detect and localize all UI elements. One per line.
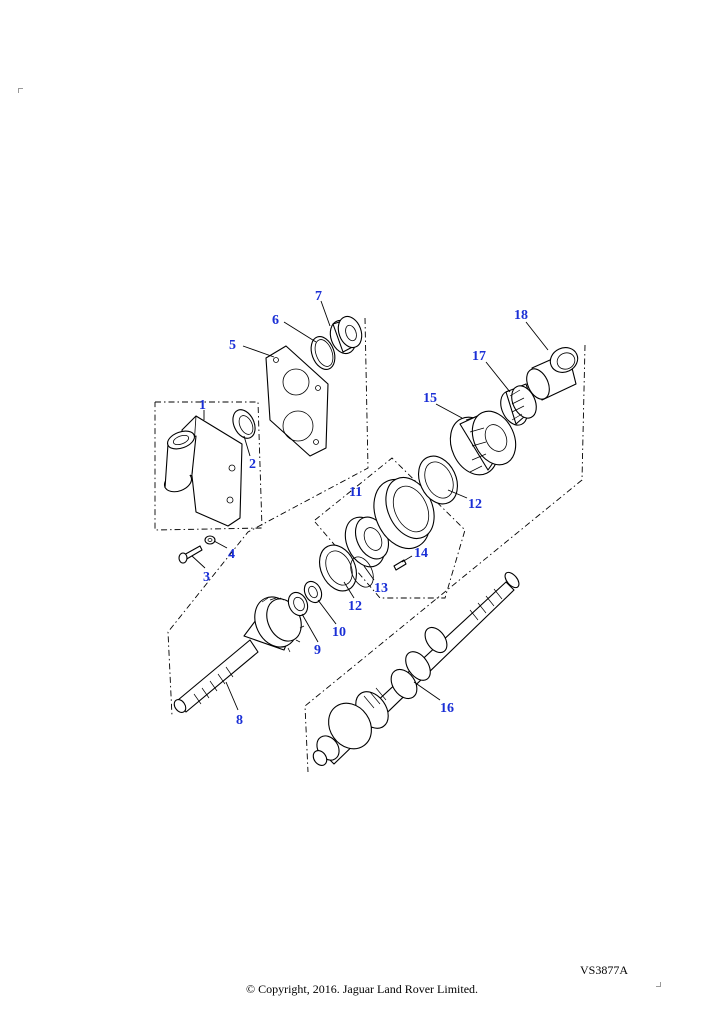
group-outline-input-shaft (167, 317, 369, 717)
third-gear-part (449, 410, 517, 476)
callout-7: 7 (315, 289, 322, 304)
needle-roller-bearing-part (500, 383, 537, 426)
callout-4: 4 (228, 547, 235, 562)
callout-10: 10 (332, 625, 346, 640)
callout-5: 5 (229, 338, 236, 353)
callout-14: 14 (414, 546, 428, 561)
copyright-notice: © Copyright, 2016. Jaguar Land Rover Lim… (245, 982, 479, 996)
gasket-part (265, 345, 329, 457)
bearing-part (329, 315, 363, 355)
callout-2: 2 (249, 457, 256, 472)
group-outline-main-shaft (304, 344, 586, 773)
callout-6: 6 (272, 313, 279, 328)
callout-11: 11 (349, 485, 362, 500)
baulk-ring-rear-part (418, 455, 458, 505)
circlip-part (310, 336, 336, 370)
synchro-sleeve-part (373, 476, 435, 549)
callout-9: 9 (314, 643, 321, 658)
callout-labels: 1 2 3 4 5 6 7 8 9 10 11 12 12 13 14 15 1… (199, 289, 528, 728)
front-housing-part (163, 415, 243, 527)
thrust-washer-part (303, 580, 323, 604)
reference-code: VS3877A (579, 963, 628, 977)
group-outline-housing (154, 401, 263, 531)
bush-part (526, 347, 579, 401)
synchro-key-part (393, 559, 407, 571)
callout-15: 15 (423, 391, 437, 406)
washer-part (204, 535, 216, 545)
callout-13: 13 (374, 581, 388, 596)
leader-lines (191, 300, 549, 711)
callout-18: 18 (514, 308, 528, 323)
baulk-ring-front-part (319, 544, 357, 592)
input-shaft-part (173, 596, 305, 713)
bolt-part (178, 545, 203, 564)
oil-seal-part (232, 409, 256, 439)
main-shaft-part (312, 571, 520, 766)
group-outline-synchro (314, 457, 466, 599)
callout-8: 8 (236, 713, 243, 728)
callout-12-front: 12 (348, 599, 362, 614)
needle-bearing-part (287, 591, 309, 617)
crop-mark-top-left (18, 88, 23, 93)
callout-1: 1 (199, 398, 206, 413)
callout-17: 17 (472, 349, 486, 364)
callout-3: 3 (203, 570, 210, 585)
callout-16: 16 (440, 701, 454, 716)
callout-12-rear: 12 (468, 497, 482, 512)
synchro-spring-part (350, 556, 374, 588)
